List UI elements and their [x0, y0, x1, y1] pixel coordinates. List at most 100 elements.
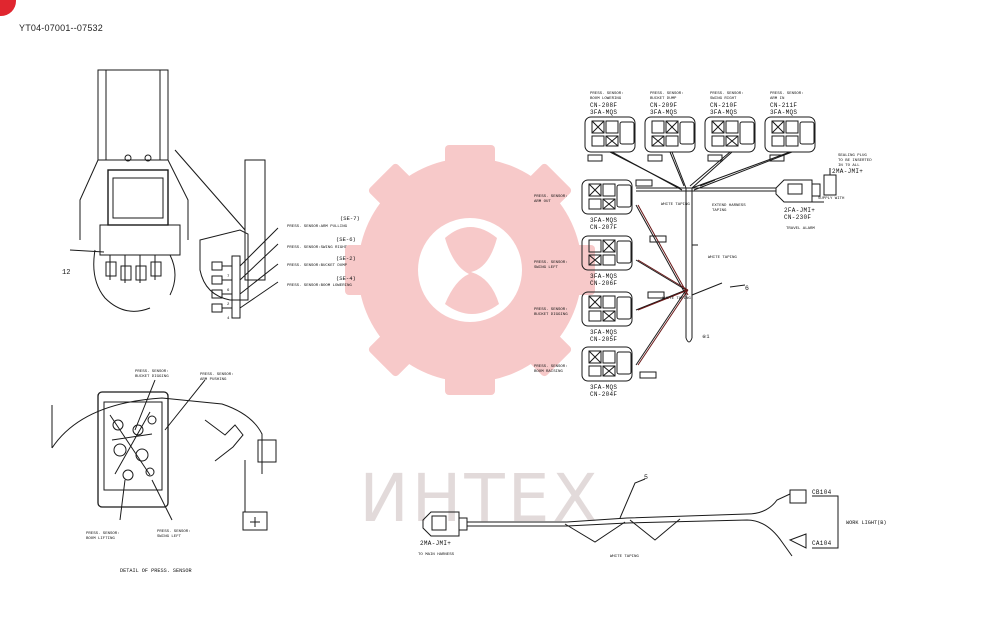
- detail-labels: PRESS. SENSOR: BUCKET DIGGING PRESS. SEN…: [86, 370, 234, 574]
- detail-label-boom-lifting: PRESS. SENSOR:: [86, 532, 120, 536]
- side-sensor-label: BUCKET DIGGING: [534, 313, 568, 317]
- side-sensor-label: BOOM RAISING: [534, 370, 563, 374]
- port-numbers: 7 6 2 4: [227, 275, 230, 321]
- connector-cn204f: [581, 346, 633, 382]
- sealing-plug-label: IN TO ALL: [838, 164, 860, 168]
- harness-top-labels: PRESS. SENSOR: BOOM LOWERING CN-208F 3FA…: [590, 92, 804, 116]
- supply-with-label: SUPPLY WITH: [818, 197, 845, 201]
- work-light-label: WORK LIGHT(B): [846, 520, 886, 526]
- sensor-label-boom-lowering: PRESS. SENSOR:BOOM LOWERING: [287, 284, 352, 288]
- detail-label-bucket-digging: PRESS. SENSOR:: [135, 370, 169, 374]
- connector-cn207f: [581, 179, 633, 215]
- detail-label-swing-left: PRESS. SENSOR:: [157, 530, 191, 534]
- side-sensor-label: PRESS. SENSOR:: [534, 365, 568, 369]
- connector-part-label: 2MA-JMI+: [420, 540, 451, 547]
- port-number: 6: [227, 289, 230, 293]
- white-taping-label: WHITE TAPING: [610, 555, 639, 559]
- travel-alarm-connector: [775, 168, 837, 203]
- port-number: 4: [227, 317, 230, 321]
- top-sensor-connectors: [584, 116, 816, 162]
- top-sensor-cn: CN-210F: [710, 102, 737, 109]
- sensor-code-se7: (SE-7): [340, 215, 360, 222]
- port-number: 7: [227, 275, 230, 279]
- side-sensor-label: PRESS. SENSOR:: [534, 195, 568, 199]
- side-sensor-label: PRESS. SENSOR:: [534, 261, 568, 265]
- connector-cn205f: [581, 291, 633, 327]
- top-sensor-part: 3FA-MQS: [710, 109, 737, 116]
- top-sensor-label: PRESS. SENSOR:: [710, 92, 744, 96]
- extend-harness-label: EXTEND HARNESS: [712, 204, 746, 208]
- top-sensor-label: ARM IN: [770, 97, 785, 101]
- side-sensor-connectors: [581, 179, 667, 382]
- sealing-plug-part: 2MA-JMI+: [832, 168, 863, 175]
- top-sensor-label: PRESS. SENSOR:: [650, 92, 684, 96]
- ca104-label: CA104: [812, 540, 832, 547]
- top-sensor-cn: CN-208F: [590, 102, 617, 109]
- side-sensor-cn: CN-204F: [590, 391, 617, 398]
- sensor-code-se6: (SE-6): [336, 236, 356, 243]
- top-sensor-label: SWING RIGHT: [710, 97, 737, 101]
- sensor-label-swing-right: PRESS. SENSOR:SWING RIGHT: [287, 246, 348, 250]
- extend-harness-label-2: TAPING: [712, 209, 727, 213]
- sensor-code-se2: (SE-2): [336, 255, 356, 262]
- sensor-label-arm-pulling: PRESS. SENSOR:ARM PULLING: [287, 225, 348, 229]
- side-sensor-cn: CN-207F: [590, 224, 617, 231]
- top-sensor-cn: CN-209F: [650, 102, 677, 109]
- top-sensor-label: BOOM LOWERING: [590, 97, 622, 101]
- top-sensor-part: 3FA-MQS: [770, 109, 797, 116]
- to-main-harness-label: TO MAIN HARNESS: [418, 553, 455, 557]
- top-sensor-label: BUCKET DUMP: [650, 97, 677, 101]
- side-sensor-label: PRESS. SENSOR:: [534, 308, 568, 312]
- white-taping-label: WHITE TAPING: [662, 297, 691, 301]
- top-sensor-label: PRESS. SENSOR:: [590, 92, 624, 96]
- port-number: 2: [227, 303, 230, 307]
- item-6-label: 6: [745, 285, 749, 292]
- side-sensor-part: 3FA-MQS: [590, 217, 617, 224]
- harness-wires: [609, 151, 793, 366]
- side-sensor-part: 3FA-MQS: [590, 384, 617, 391]
- note-1-label: ※1: [702, 334, 709, 340]
- connector-cn211f: [764, 116, 816, 153]
- top-sensor-part: 3FA-MQS: [590, 109, 617, 116]
- work-light-labels: 5 2MA-JMI+ TO MAIN HARNESS WHITE TAPING …: [418, 474, 886, 559]
- work-light-harness: [422, 478, 839, 557]
- sensor-callouts: (SE-7) PRESS. SENSOR:ARM PULLING (SE-6) …: [287, 215, 360, 288]
- harness-side-labels: PRESS. SENSOR: ARM OUT 3FA-MQS CN-207F P…: [534, 195, 617, 398]
- cb104-label: CB104: [812, 489, 832, 496]
- sensor-code-se4: (SE-4): [336, 275, 356, 282]
- detail-label-arm-pushing-2: ARM PUSHING: [200, 378, 227, 382]
- watermark-text: ИНТЕХ: [359, 460, 600, 537]
- detail-label-arm-pushing: PRESS. SENSOR:: [200, 373, 234, 377]
- control-valve-view: [69, 69, 279, 319]
- detail-label-swing-left-2: SWING LEFT: [157, 535, 182, 539]
- top-sensor-part: 3FA-MQS: [650, 109, 677, 116]
- item-12-label: 12: [62, 269, 70, 277]
- detail-label-bucket-digging-2: BUCKET DIGGING: [135, 375, 169, 379]
- connector-cn208f: [584, 116, 636, 153]
- detail-label-boom-lifting-2: BOOM LIFTING: [86, 537, 115, 541]
- travel-conn-part: 2FA-JMI+: [784, 207, 815, 214]
- sealing-plug-label: SEALING PLUG: [838, 154, 867, 158]
- item-5-label: 5: [644, 474, 648, 481]
- document-id: YT04-07001--07532: [19, 23, 103, 33]
- side-sensor-label: ARM OUT: [534, 200, 551, 204]
- white-taping-label: WHITE TAPING: [661, 203, 690, 207]
- connector-cn206f: [581, 235, 633, 271]
- white-taping-label: WHITE TAPING: [708, 256, 737, 260]
- watermark-gear-logo: [345, 145, 595, 395]
- travel-conn-cn: CN-230F: [784, 214, 811, 221]
- top-sensor-cn: CN-211F: [770, 102, 797, 109]
- harness-misc-labels: WHITE TAPING EXTEND HARNESS TAPING WHITE…: [661, 154, 872, 340]
- sensor-label-bucket-dump: PRESS. SENSOR:BUCKET DUMP: [287, 264, 348, 268]
- connector-cn210f: [704, 116, 756, 153]
- side-sensor-part: 3FA-MQS: [590, 273, 617, 280]
- connector-cn209f: [644, 116, 696, 153]
- sealing-plug-label: TO BE INSERTED: [838, 159, 872, 163]
- travel-alarm-label: TRAVEL ALARM: [786, 227, 815, 231]
- top-sensor-label: PRESS. SENSOR:: [770, 92, 804, 96]
- side-sensor-cn: CN-205F: [590, 336, 617, 343]
- side-sensor-part: 3FA-MQS: [590, 329, 617, 336]
- detail-title: DETAIL OF PRESS. SENSOR: [120, 568, 192, 574]
- side-sensor-label: SWING LEFT: [534, 266, 559, 270]
